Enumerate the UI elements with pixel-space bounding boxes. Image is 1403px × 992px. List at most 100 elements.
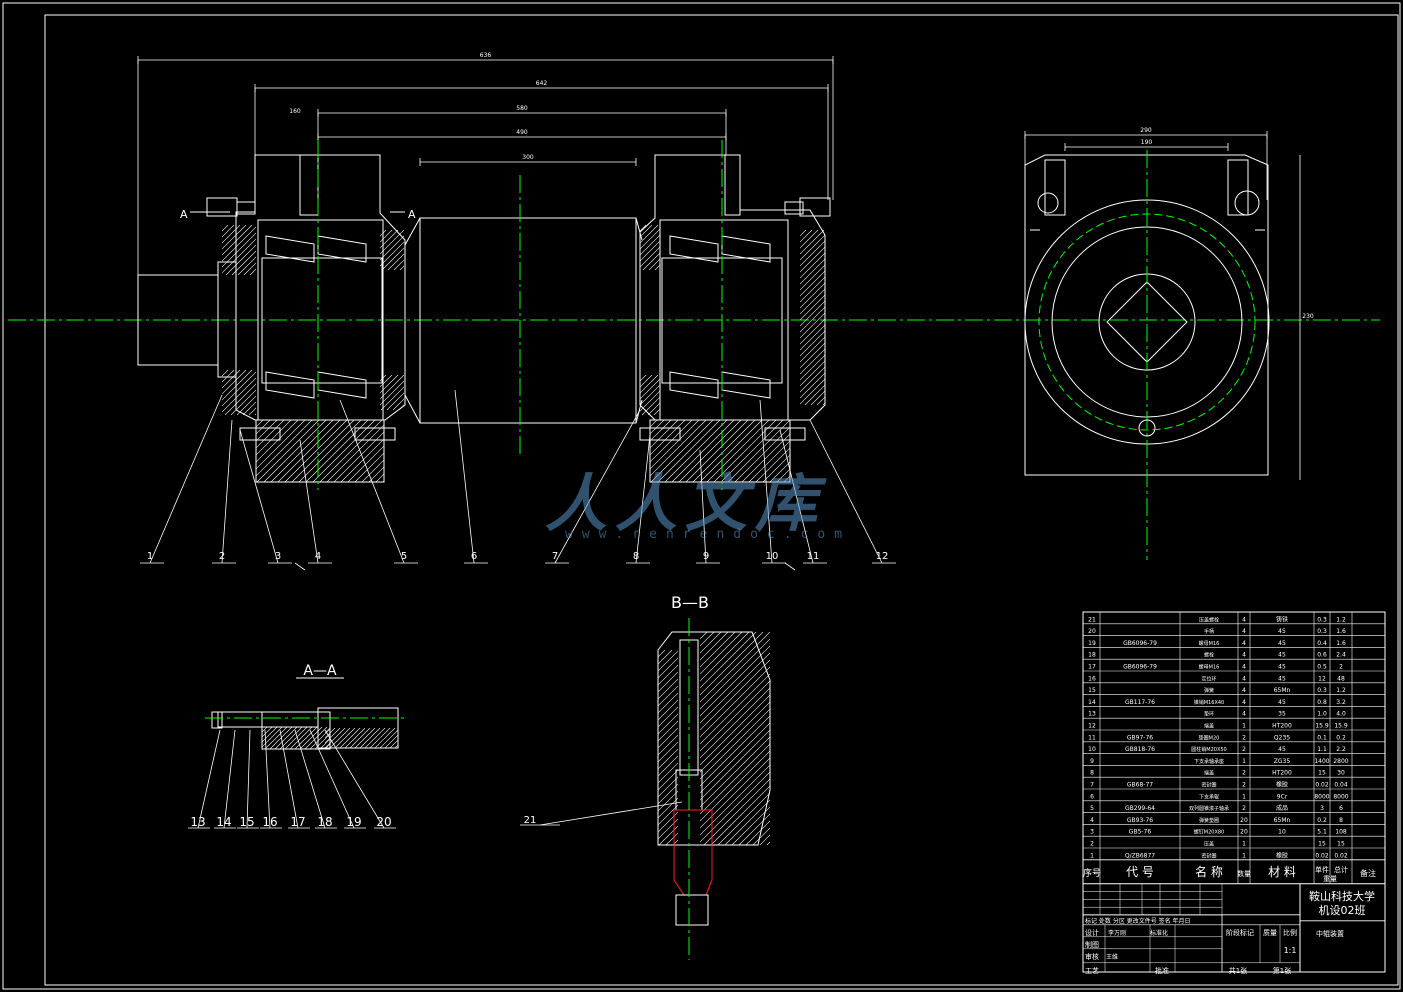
hatch-line bbox=[691, 225, 736, 270]
bom-code-4: GB93-76 bbox=[1127, 817, 1153, 824]
bom-hdr-total: 总计 bbox=[1334, 865, 1348, 874]
bom-no-21: 21 bbox=[1088, 616, 1096, 623]
callout-main-4: 4 bbox=[315, 551, 321, 562]
bom-mat-17: 45 bbox=[1278, 664, 1286, 671]
hatch-line bbox=[415, 728, 435, 748]
hatch-line bbox=[781, 632, 994, 845]
dim-160: 160 bbox=[289, 108, 301, 115]
hatch-line bbox=[369, 728, 391, 748]
hatch-line bbox=[931, 230, 1106, 405]
bom-name-17: 螺母M16 bbox=[1199, 664, 1220, 671]
aa-leader-15 bbox=[246, 729, 251, 829]
hatch-line bbox=[658, 769, 678, 791]
hatch-line bbox=[319, 738, 330, 749]
hatch-line bbox=[800, 246, 825, 273]
hatch-line bbox=[697, 225, 742, 270]
hatch-line bbox=[699, 420, 763, 482]
aa-block-hatch bbox=[262, 727, 372, 749]
hatch-line bbox=[664, 420, 728, 482]
hatch-line bbox=[350, 727, 372, 749]
right-handle-bracket bbox=[724, 154, 741, 216]
hatch-line bbox=[658, 678, 678, 700]
hatch-line bbox=[762, 454, 790, 482]
right-base-hatch bbox=[650, 420, 909, 482]
bom-mat-16: 45 bbox=[1278, 675, 1286, 682]
bom-name-19: 螺母M16 bbox=[1199, 640, 1220, 647]
tb-scale-label: 比例 bbox=[1283, 928, 1297, 937]
callout-aa-17: 17 bbox=[290, 815, 305, 829]
hatch-line bbox=[800, 360, 825, 387]
hatch-line bbox=[284, 420, 348, 482]
hatch-line bbox=[700, 632, 743, 675]
hatch-line bbox=[841, 650, 1036, 845]
right-bolt-1 bbox=[639, 427, 681, 441]
hatch-line bbox=[640, 378, 660, 400]
hatch-line bbox=[380, 375, 387, 382]
hatch-line bbox=[800, 258, 825, 285]
end-bottom-hole bbox=[1138, 419, 1156, 437]
bom-mat-15: 65Mn bbox=[1274, 687, 1291, 694]
tb-school: 鞍山科技大学 bbox=[1309, 889, 1375, 903]
hatch-line bbox=[222, 225, 241, 244]
hatch-line bbox=[640, 375, 653, 388]
hatch-line bbox=[727, 420, 790, 482]
hatch-line bbox=[277, 420, 341, 482]
hatch-line bbox=[685, 225, 730, 270]
hatch-line bbox=[309, 728, 330, 749]
bom-no-18: 18 bbox=[1088, 652, 1096, 659]
hatch-line bbox=[380, 375, 404, 400]
bom-qty-4: 20 bbox=[1240, 817, 1248, 824]
bom-unit-9: 1400 bbox=[1314, 758, 1329, 765]
callout-aa-16: 16 bbox=[262, 815, 277, 829]
bom-no-5: 5 bbox=[1090, 805, 1094, 812]
aa-leader-19 bbox=[309, 729, 355, 829]
hatch-line bbox=[708, 650, 903, 845]
right-bolt-2 bbox=[764, 427, 806, 441]
hatch-line bbox=[397, 420, 459, 482]
bom-qty-20: 4 bbox=[1242, 628, 1246, 635]
bom-code-5: GB299-64 bbox=[1125, 805, 1155, 812]
hatch-line bbox=[800, 282, 825, 309]
hatch-line bbox=[650, 420, 651, 421]
hatch-line bbox=[231, 250, 256, 275]
aa-leader-17 bbox=[279, 729, 299, 829]
middle-roll bbox=[419, 217, 637, 424]
hatch-line bbox=[430, 230, 470, 270]
hatch-line bbox=[715, 650, 910, 845]
hatch-line bbox=[847, 420, 909, 482]
bom-qty-12: 1 bbox=[1242, 723, 1246, 730]
hatch-line bbox=[813, 650, 1008, 845]
hatch-line bbox=[256, 420, 313, 477]
hatch-line bbox=[703, 225, 748, 270]
bom-code-7: GB68-77 bbox=[1127, 782, 1153, 789]
hatch-line bbox=[368, 466, 384, 482]
hatch-line bbox=[269, 727, 293, 749]
bom-unit-18: 0.6 bbox=[1317, 652, 1327, 659]
bom-unit-19: 0.4 bbox=[1317, 640, 1327, 647]
bom-mat-4: 65Mn bbox=[1274, 817, 1291, 824]
bom-mat-21: 铸铁 bbox=[1276, 615, 1288, 623]
hatch-line bbox=[280, 225, 330, 275]
hatch-line bbox=[392, 398, 404, 410]
bom-no-2: 2 bbox=[1090, 841, 1094, 848]
hatch-line bbox=[800, 270, 825, 297]
hatch-line bbox=[877, 230, 1052, 405]
hatch-line bbox=[410, 728, 430, 748]
hatch-line bbox=[340, 727, 362, 749]
bom-unit-7: 0.02 bbox=[1315, 782, 1329, 789]
bom-name-4: 弹簧垫圈 bbox=[1199, 817, 1219, 824]
hatch-line bbox=[640, 228, 660, 250]
bom-total-17: 2 bbox=[1339, 664, 1343, 671]
bom-name-18: 螺栓 bbox=[1204, 652, 1214, 659]
hatch-line bbox=[222, 226, 256, 262]
hatch-line bbox=[225, 244, 256, 275]
hatch-line bbox=[907, 230, 1082, 405]
hatch-line bbox=[973, 230, 1148, 405]
hatch-line bbox=[648, 258, 660, 270]
callout-leader-12 bbox=[809, 419, 883, 564]
bom-name-6: 下支承辊 bbox=[1199, 793, 1219, 800]
hatch-line bbox=[222, 370, 241, 389]
hatch-line bbox=[785, 650, 980, 845]
hatch-line bbox=[304, 225, 354, 275]
